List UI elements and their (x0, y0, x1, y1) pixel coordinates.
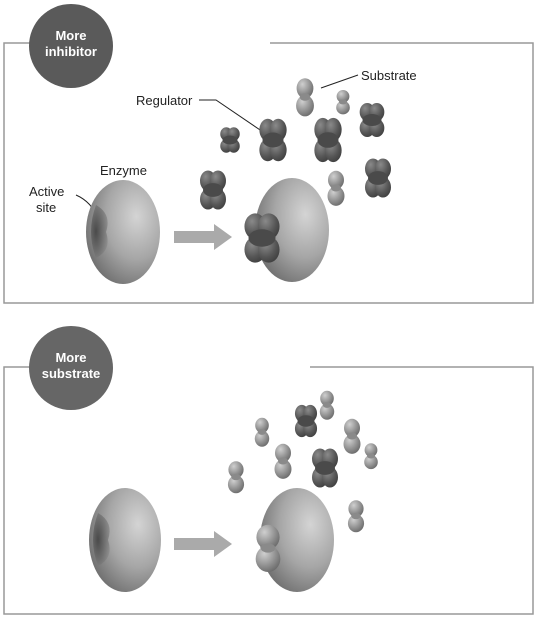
substrate-molecule (336, 90, 350, 115)
badge-more-inhibitor: More inhibitor (29, 4, 113, 88)
regulator-molecule (312, 448, 338, 488)
badge-circle (29, 326, 113, 410)
substrate-molecule (254, 417, 270, 447)
enzyme-free (89, 488, 161, 592)
regulator-molecule (314, 117, 342, 163)
badge-line-2: substrate (42, 366, 101, 381)
enzyme-with-regulator (244, 178, 329, 282)
substrate-molecule (364, 443, 378, 470)
active-site (91, 205, 108, 258)
regulator-molecule (259, 118, 287, 162)
substrate-label: Substrate (361, 68, 417, 83)
substrate-molecule (296, 78, 314, 117)
active-site-label-line-1: Active (29, 184, 64, 199)
regulator-leader (199, 99, 267, 135)
regulator-label: Regulator (136, 93, 193, 108)
active-site-label-line-2: site (36, 200, 56, 215)
panel-frame (3, 366, 534, 615)
badge-circle (29, 4, 113, 88)
substrate-molecule (227, 461, 245, 494)
substrate-molecule (343, 418, 361, 454)
substrate-leader (320, 74, 359, 89)
regulator-molecule (365, 158, 391, 198)
badge-line-1: More (55, 28, 86, 43)
substrate-molecule (274, 443, 292, 479)
panel-frame (3, 42, 534, 304)
panel-inhibitor: More inhibitor Substrate Regulator Enzym… (3, 4, 534, 304)
badge-line-2: inhibitor (45, 44, 97, 59)
enzyme-free (86, 180, 160, 284)
reaction-arrow (174, 531, 232, 557)
regulator-molecule (359, 103, 385, 137)
enzyme-label: Enzyme (100, 163, 147, 178)
panel-substrate: More substrate (3, 326, 534, 615)
active-site (93, 513, 110, 566)
badge-line-1: More (55, 350, 86, 365)
badge-more-substrate: More substrate (29, 326, 113, 410)
regulator-molecule (200, 170, 226, 210)
bound-regulator (244, 213, 280, 263)
substrate-molecule (327, 170, 345, 206)
regulator-molecule (294, 404, 318, 438)
regulator-molecule (220, 127, 240, 153)
substrate-molecule (319, 390, 335, 420)
enzyme-with-substrate (255, 488, 334, 592)
substrate-molecule (347, 500, 365, 533)
reaction-arrow (174, 224, 232, 250)
